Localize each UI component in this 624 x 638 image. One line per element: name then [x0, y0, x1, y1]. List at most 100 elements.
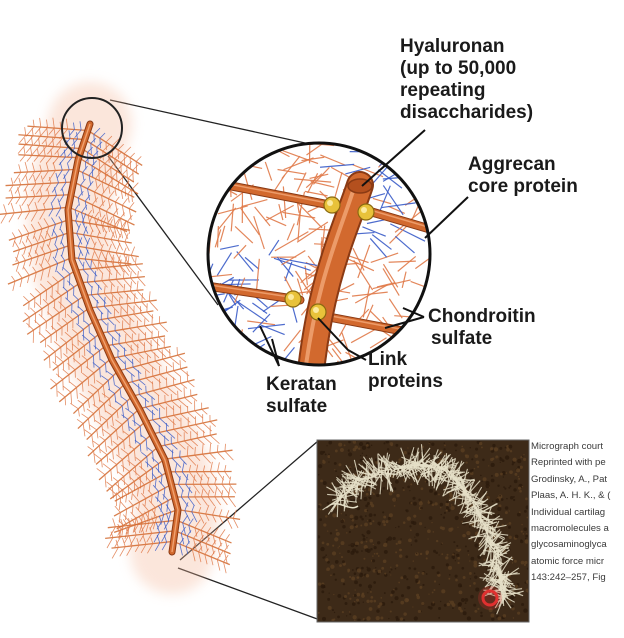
- keratan-bristle: [86, 349, 94, 356]
- micrograph-grain: [439, 506, 442, 509]
- chondroitin-bristle: [177, 398, 188, 408]
- chondroitin-bristle: [117, 526, 122, 537]
- chondroitin-bristle: [38, 332, 46, 340]
- chondroitin-bristle: [96, 236, 103, 247]
- micrograph-grain: [394, 587, 398, 591]
- micrograph-grain: [386, 448, 390, 451]
- micrograph-grain: [470, 594, 474, 599]
- micrograph-fiber: [489, 558, 501, 578]
- chondroitin-bristle: [108, 269, 111, 281]
- chondroitin-bristle: [228, 483, 237, 494]
- chondroitin-bristle: [137, 277, 146, 287]
- chondroitin-bristle: [105, 135, 113, 143]
- micrograph-grain: [504, 455, 510, 460]
- keratan-bristle: [81, 204, 88, 213]
- keratan-bristle: [121, 414, 129, 420]
- micrograph-grain: [505, 472, 508, 474]
- chondroitin-bristle: [104, 293, 113, 304]
- chondroitin-bristle: [198, 506, 202, 514]
- chondroitin-chain: [389, 224, 409, 244]
- micrograph-grain: [516, 512, 521, 517]
- micrograph-fiber: [353, 478, 363, 486]
- keratan-chain: [211, 339, 234, 350]
- micrograph-grain: [372, 543, 374, 546]
- micrograph-grain: [450, 504, 453, 506]
- chondroitin-chain: [217, 207, 237, 231]
- chondroitin-bristle: [24, 127, 27, 136]
- aggrecan-arm: [73, 181, 137, 213]
- chondroitin-bristle: [148, 300, 159, 311]
- micrograph-grain: [400, 600, 405, 605]
- micrograph-grain: [493, 447, 499, 452]
- chondroitin-bristle: [214, 486, 218, 497]
- micrograph-grain: [326, 530, 329, 532]
- micrograph-grain: [460, 597, 466, 603]
- chondroitin-bristle: [55, 355, 64, 363]
- keratan-bristle: [180, 533, 185, 545]
- chondroitin-bristle: [115, 218, 121, 229]
- keratan-chain: [402, 149, 427, 156]
- chondroitin-bristle: [102, 463, 112, 470]
- keratan-bristle: [114, 330, 121, 337]
- micrograph-grain: [439, 526, 443, 530]
- micrograph-grain: [444, 444, 446, 447]
- micrograph-grain: [333, 593, 335, 596]
- micrograph-grain: [377, 604, 381, 609]
- micrograph-fiber: [443, 484, 461, 491]
- chondroitin-bristle: [100, 415, 108, 421]
- micrograph-grain: [492, 443, 496, 448]
- micrograph-grain: [338, 442, 343, 447]
- micrograph-grain: [469, 560, 471, 562]
- micrograph-grain: [326, 445, 328, 447]
- micrograph-grain: [334, 537, 339, 542]
- micrograph-grain: [330, 564, 335, 569]
- chondroitin-bristle: [24, 211, 31, 220]
- micrograph-grain: [446, 505, 449, 508]
- micrograph-grain: [318, 611, 320, 614]
- chondroitin-bristle: [136, 290, 146, 301]
- micrograph-grain: [483, 491, 486, 494]
- chondroitin-bristle: [29, 258, 33, 267]
- micrograph-grain: [481, 487, 484, 490]
- chondroitin-bristle: [122, 270, 125, 279]
- micrograph-fiber: [401, 464, 418, 477]
- leader-keratan-2: [271, 338, 280, 367]
- chondroitin-chain: [388, 260, 416, 263]
- micrograph-grain: [368, 496, 372, 500]
- chondroitin-bristle: [117, 471, 125, 477]
- chondroitin-bristle: [111, 177, 113, 187]
- micrograph-fiber: [345, 486, 353, 494]
- chondroitin-bristle: [112, 518, 116, 527]
- chondroitin-bristle: [7, 197, 14, 206]
- chondroitin-bristle: [120, 155, 129, 163]
- keratan-chain: [222, 360, 242, 365]
- chondroitin-bristle: [194, 490, 197, 497]
- keratan-bristle: [57, 198, 62, 209]
- chondroitin-bristle: [123, 440, 125, 450]
- micrograph-grain: [491, 617, 495, 621]
- micrograph-grain: [494, 472, 499, 477]
- chondroitin-bristle: [225, 517, 233, 529]
- micrograph-fiber: [355, 477, 366, 482]
- chondroitin-bristle: [118, 176, 124, 183]
- micrograph-fiber: [502, 582, 505, 597]
- keratan-chain: [236, 301, 268, 323]
- chondroitin-bristle: [47, 137, 56, 147]
- micrograph-grain: [326, 569, 328, 571]
- micrograph-grain: [499, 461, 501, 464]
- micrograph-grain: [394, 596, 399, 601]
- chondroitin-chain: [219, 225, 226, 243]
- micrograph-grain: [425, 573, 428, 575]
- chondroitin-bristle: [199, 484, 209, 495]
- chondroitin-bristle: [173, 370, 181, 377]
- aggrecan-arm: [39, 307, 90, 344]
- micrograph-fiber: [345, 464, 358, 484]
- chondroitin-bristle: [10, 189, 14, 198]
- micrograph-grain: [318, 464, 323, 469]
- chondroitin-bristle: [123, 146, 132, 155]
- micrograph-fiber: [491, 581, 503, 589]
- keratan-bristle: [54, 236, 58, 245]
- chondroitin-bristle: [158, 403, 166, 410]
- chondroitin-bristle: [138, 516, 143, 523]
- chondroitin-bristle: [232, 518, 239, 529]
